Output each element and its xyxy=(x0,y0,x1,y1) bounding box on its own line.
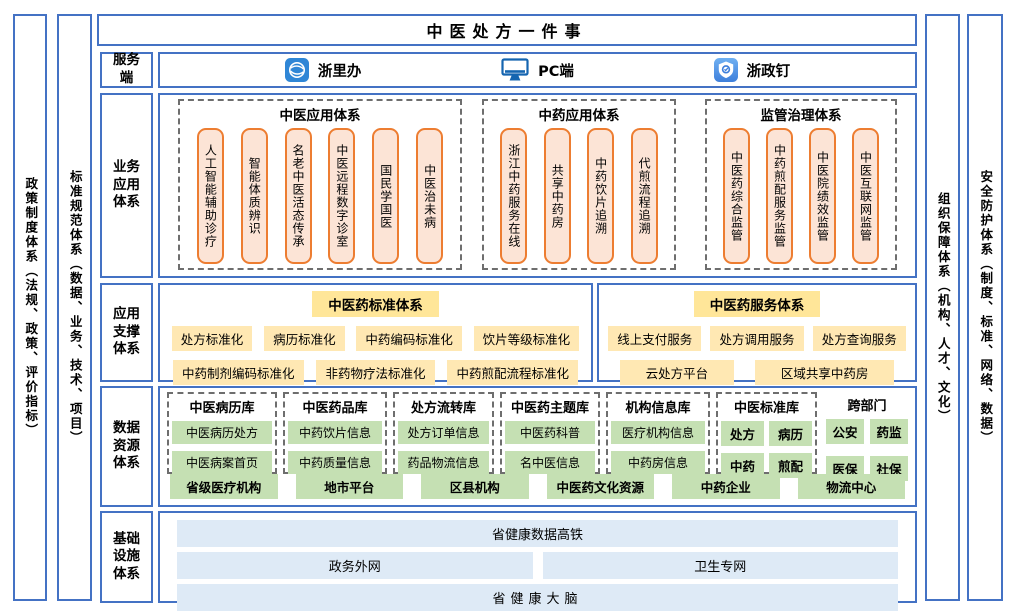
pillar-security-system: 安全防护体系（制度、标准、网络、数据） xyxy=(967,14,1003,601)
pillar-policy-system: 政策制度体系（法规、政策、评价指标） xyxy=(13,14,47,601)
data-item: 病历 xyxy=(769,421,812,446)
data-item: 中医病历处方 xyxy=(172,421,272,444)
standard-item: 非药物疗法标准化 xyxy=(316,360,435,385)
data-item: 处方订单信息 xyxy=(398,421,489,444)
section-label-application-support: 应用支撑体系 xyxy=(100,283,153,382)
service-item-label: 浙政钉 xyxy=(746,63,791,80)
channel-item: 省级医疗机构 xyxy=(170,474,278,499)
service-capability-item: 处方查询服务 xyxy=(812,326,906,351)
section-data-resource-content: 中医病历库 中医病历处方 中医病案首页 中医药品库 中药饮片信息 中药质量信息 … xyxy=(158,386,917,507)
data-item: 药监 xyxy=(870,419,908,444)
group-tcm-application-system: 中医应用体系 人工智能辅助诊疗 智能体质辨识 名老中医活态传承 中医远程数字诊室… xyxy=(178,99,462,270)
zheliban-app-icon xyxy=(284,58,309,82)
service-item-zheliban: 浙里办 xyxy=(284,58,362,82)
section-infrastructure-content: 省健康数据高铁 政务外网 卫生专网 省健康大脑 xyxy=(158,511,917,611)
service-item-zhezhengding: 浙政钉 xyxy=(713,58,791,82)
pillar-security-label: 安全防护体系（制度、标准、网络、数据） xyxy=(978,169,994,446)
app-pill: 中医互联网监管 xyxy=(852,128,879,264)
channel-item: 物流中心 xyxy=(797,474,905,499)
pc-monitor-icon xyxy=(501,58,529,82)
app-pill: 中医院绩效监管 xyxy=(809,128,836,264)
app-pill: 中医远程数字诊室 xyxy=(328,128,356,264)
section-business-application-content: 中医应用体系 人工智能辅助诊疗 智能体质辨识 名老中医活态传承 中医远程数字诊室… xyxy=(158,93,917,278)
data-item: 中医药科普 xyxy=(505,421,595,444)
app-pill: 名老中医活态传承 xyxy=(284,128,312,264)
section-label-data-resource: 数据资源体系 xyxy=(100,386,153,507)
app-pill: 中药煎配服务监管 xyxy=(766,128,793,264)
group-title: 中医应用体系 xyxy=(279,108,361,124)
infra-box: 政务外网 xyxy=(177,552,533,579)
pillar-standard-system: 标准规范体系（数据、业务、技术、项目） xyxy=(57,14,92,601)
group-cross-department: 跨部门 公安 药监 医保 社保 xyxy=(823,392,911,481)
standard-item: 处方标准化 xyxy=(171,326,253,351)
db-tcm-medical-record: 中医病历库 中医病历处方 中医病案首页 xyxy=(167,392,277,474)
data-item: 中药 xyxy=(721,453,764,478)
data-item: 公安 xyxy=(826,419,864,444)
app-pill: 共享中药房 xyxy=(543,128,571,264)
channel-item: 中药企业 xyxy=(672,474,780,499)
pillar-organization-label: 组织保障体系（机构、人才、文化） xyxy=(935,191,951,424)
db-tcm-standard: 中医标准库 处方 病历 中药 煎配 xyxy=(716,392,817,478)
section-service-content: 浙里办 PC端 xyxy=(158,52,917,88)
service-capability-item: 云处方平台 xyxy=(619,360,735,385)
group-tcm-standard-system: 中医药标准体系 处方标准化 病历标准化 中药编码标准化 饮片等级标准化 中药制剂… xyxy=(158,283,593,385)
group-tcm-medicine-application-system: 中药应用体系 浙江中药服务在线 共享中药房 中药饮片追溯 代煎流程追溯 xyxy=(482,99,676,270)
app-pill: 浙江中药服务在线 xyxy=(500,128,528,264)
pillar-policy-label: 政策制度体系（法规、政策、评价指标） xyxy=(23,177,39,438)
section-label-service: 服务端 xyxy=(100,52,153,88)
service-item-label: PC端 xyxy=(538,63,574,80)
standard-item: 病历标准化 xyxy=(264,326,345,351)
db-institution-info: 机构信息库 医疗机构信息 中药房信息 xyxy=(606,392,710,474)
data-item: 中药房信息 xyxy=(611,451,705,474)
section-label-business-application: 业务应用体系 xyxy=(100,93,153,278)
data-item: 药品物流信息 xyxy=(398,451,489,474)
data-item: 中药饮片信息 xyxy=(288,421,382,444)
standard-item: 中药制剂编码标准化 xyxy=(172,360,304,385)
group-title: 中药应用体系 xyxy=(538,108,620,124)
app-pill: 国民学国医 xyxy=(372,128,400,264)
group-title: 中医药服务体系 xyxy=(693,291,821,317)
channel-item: 中医药文化资源 xyxy=(546,474,654,499)
channel-item: 区县机构 xyxy=(421,474,529,499)
infra-box: 省健康大脑 xyxy=(177,584,898,611)
group-title: 中医药标准体系 xyxy=(312,291,439,317)
section-label-infrastructure: 基础设施体系 xyxy=(100,511,153,603)
infra-box: 省健康数据高铁 xyxy=(177,520,898,547)
db-prescription-flow: 处方流转库 处方订单信息 药品物流信息 xyxy=(393,392,494,474)
pillar-organization-system: 组织保障体系（机构、人才、文化） xyxy=(925,14,960,601)
data-item: 中医病案首页 xyxy=(172,451,272,474)
data-item: 医疗机构信息 xyxy=(611,421,705,444)
service-capability-item: 线上支付服务 xyxy=(608,326,702,351)
data-item: 中药质量信息 xyxy=(288,451,382,474)
service-item-label: 浙里办 xyxy=(317,63,362,80)
app-pill: 中药饮片追溯 xyxy=(587,128,615,264)
service-capability-item: 区域共享中药房 xyxy=(754,360,895,385)
group-tcm-service-system: 中医药服务体系 线上支付服务 处方调用服务 处方查询服务 云处方平台 区域共享中… xyxy=(597,283,917,385)
group-supervision-governance-system: 监管治理体系 中医药综合监管 中药煎配服务监管 中医院绩效监管 中医互联网监管 xyxy=(705,99,897,270)
db-tcm-theme: 中医药主题库 中医药科普 名中医信息 xyxy=(500,392,600,474)
service-capability-item: 处方调用服务 xyxy=(710,326,804,351)
db-tcm-drug: 中医药品库 中药饮片信息 中药质量信息 xyxy=(283,392,387,474)
app-pill: 代煎流程追溯 xyxy=(630,128,658,264)
app-pill: 智能体质辨识 xyxy=(240,128,268,264)
data-item: 处方 xyxy=(721,421,764,446)
infra-box: 卫生专网 xyxy=(542,552,898,579)
app-pill: 中医药综合监管 xyxy=(723,128,750,264)
service-item-pc: PC端 xyxy=(501,58,574,82)
data-item: 煎配 xyxy=(769,453,812,478)
app-pill: 中医治未病 xyxy=(416,128,444,264)
standard-item: 中药煎配流程标准化 xyxy=(447,360,578,385)
standard-item: 饮片等级标准化 xyxy=(473,326,580,351)
standard-item: 中药编码标准化 xyxy=(356,326,462,351)
zhezhengding-app-icon xyxy=(713,58,738,82)
data-item: 名中医信息 xyxy=(505,451,595,474)
group-title: 监管治理体系 xyxy=(760,108,842,124)
pillar-standard-label: 标准规范体系（数据、业务、技术、项目） xyxy=(67,169,83,446)
channel-item: 地市平台 xyxy=(295,474,403,499)
page-title: 中医处方一件事 xyxy=(97,14,917,46)
app-pill: 人工智能辅助诊疗 xyxy=(196,128,224,264)
